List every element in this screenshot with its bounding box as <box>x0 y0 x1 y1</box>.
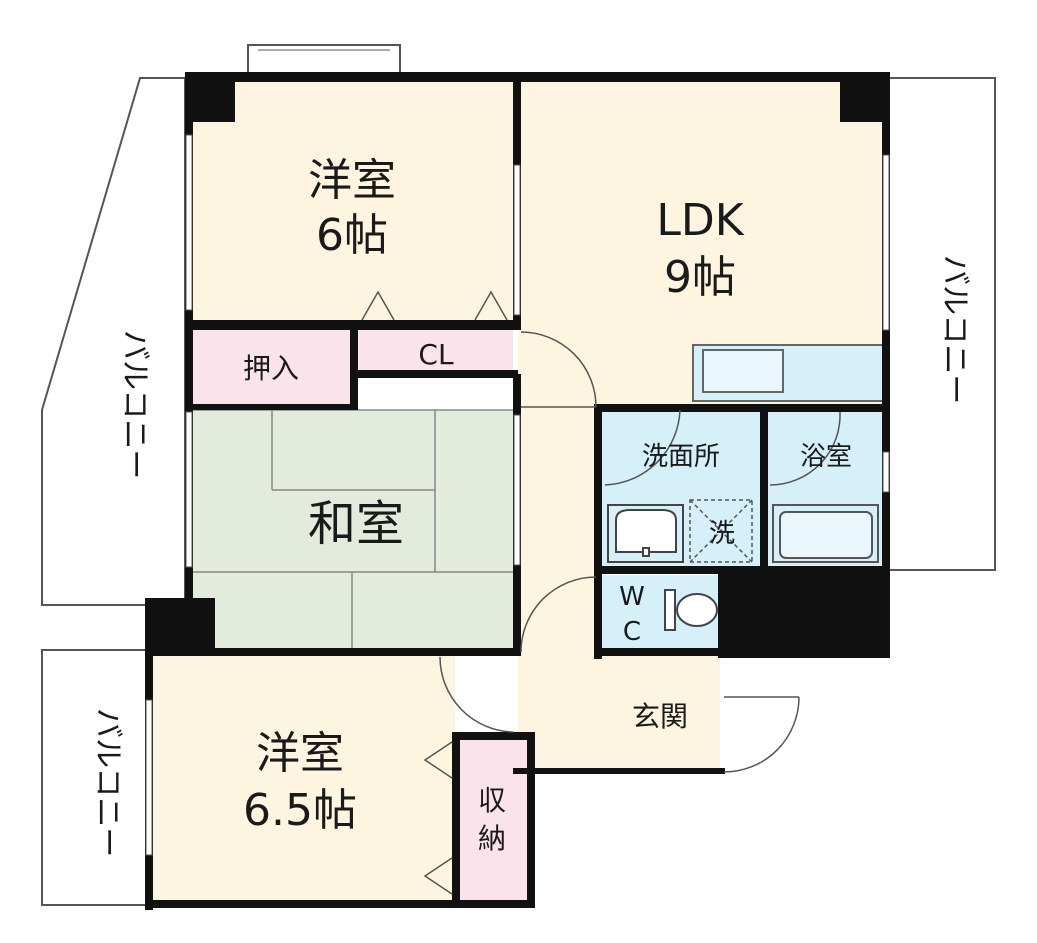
label-oshiire: 押入 <box>243 352 299 385</box>
entrance-floor <box>598 655 720 773</box>
vanity-basin <box>607 504 684 563</box>
label-ldk: LDK <box>656 195 744 246</box>
room-western-bottom-floor <box>150 655 455 905</box>
label-cl: CL <box>418 338 454 371</box>
label-balcony-right: バルコニー <box>937 255 972 404</box>
label-storage-1: 収 <box>478 784 506 817</box>
bathtub <box>772 504 879 563</box>
label-washer: 洗 <box>709 519 735 549</box>
sink <box>702 349 784 393</box>
washer-space <box>689 499 753 563</box>
label-bathroom: 浴室 <box>800 442 852 472</box>
balcony-left-outline <box>41 77 186 606</box>
storage-floor <box>458 738 528 905</box>
windows <box>145 134 890 856</box>
label-balcony-left: バルコニー <box>117 330 152 479</box>
door-swings <box>361 290 841 895</box>
label-western-top-size: 6帖 <box>316 210 388 261</box>
label-balcony-bottom-left: バルコニー <box>90 708 125 857</box>
toilet <box>664 589 718 631</box>
label-entrance: 玄関 <box>632 700 688 733</box>
label-western-bottom: 洋室 <box>256 728 344 779</box>
balcony-bottom-left-outline <box>41 649 150 906</box>
label-ldk-size: 9帖 <box>664 252 736 303</box>
label-storage-2: 納 <box>478 822 506 855</box>
label-washroom: 洗面所 <box>642 442 720 472</box>
label-western-bottom-size: 6.5帖 <box>243 785 357 836</box>
hallway-floor <box>518 408 598 772</box>
label-western-top: 洋室 <box>308 155 396 206</box>
balcony-right-outline <box>890 77 996 571</box>
label-wc-c: C <box>623 617 641 647</box>
label-washitsu: 和室 <box>308 496 404 552</box>
room-western-top-floor <box>185 78 518 324</box>
bay-window <box>247 44 401 78</box>
closet-oshiire-floor <box>192 330 350 406</box>
closet-cl-floor <box>358 330 513 374</box>
label-wc-w: W <box>619 582 645 612</box>
